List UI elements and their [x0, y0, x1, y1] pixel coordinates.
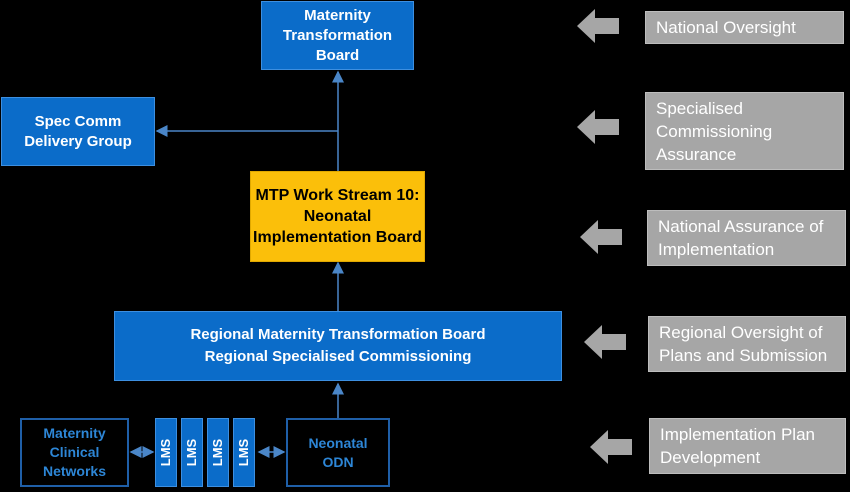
neonatal-odn: Neonatal ODN	[286, 418, 390, 487]
spec-comm-delivery-group: Spec Comm Delivery Group	[1, 97, 155, 166]
lms-box: LMS	[207, 418, 229, 487]
left-arrow-icon	[577, 110, 619, 144]
left-arrow-icon	[590, 430, 632, 464]
maternity-transformation-board: Maternity Transformation Board	[261, 1, 414, 70]
level-national-oversight: National Oversight	[645, 11, 844, 44]
level-national-assurance: National Assurance of Implementation	[647, 210, 846, 266]
lms-box: LMS	[181, 418, 203, 487]
left-arrow-icon	[577, 9, 619, 43]
left-arrow-icon	[584, 325, 626, 359]
level-implementation-plan-development: Implementation Plan Development	[649, 418, 846, 474]
lms-box: LMS	[155, 418, 177, 487]
level-regional-oversight: Regional Oversight of Plans and Submissi…	[648, 316, 846, 372]
mtp-neonatal-implementation-board: MTP Work Stream 10: Neonatal Implementat…	[250, 171, 425, 262]
level-specialised-commissioning-assurance: Specialised Commissioning Assurance	[645, 92, 844, 170]
lms-box: LMS	[233, 418, 255, 487]
left-arrow-icon	[580, 220, 622, 254]
maternity-clinical-networks: Maternity Clinical Networks	[20, 418, 129, 487]
regional-transformation-board: Regional Maternity Transformation Board …	[114, 311, 562, 381]
